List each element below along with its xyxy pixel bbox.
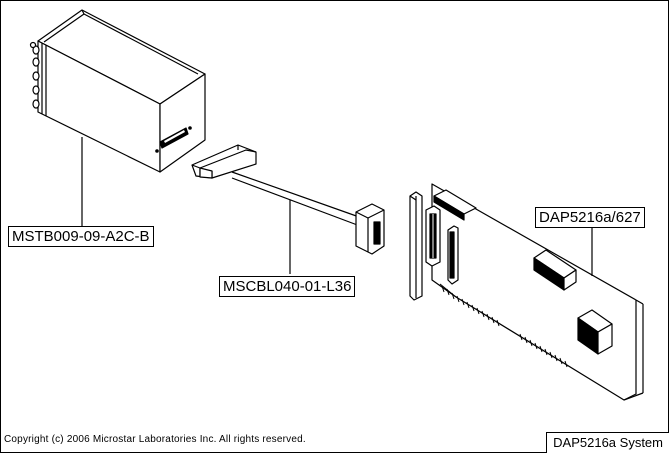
board-label: DAP5216a/627 [535, 207, 645, 228]
dap-board [409, 183, 644, 401]
system-title: DAP5216a System [546, 432, 669, 453]
terminal-box [29, 9, 206, 173]
terminal-box-label: MSTB009-09-A2C-B [8, 226, 154, 247]
cable-label: MSCBL040-01-L36 [219, 276, 356, 297]
cable-assembly [191, 144, 385, 255]
copyright-notice: Copyright (c) 2006 Microstar Laboratorie… [4, 434, 306, 445]
